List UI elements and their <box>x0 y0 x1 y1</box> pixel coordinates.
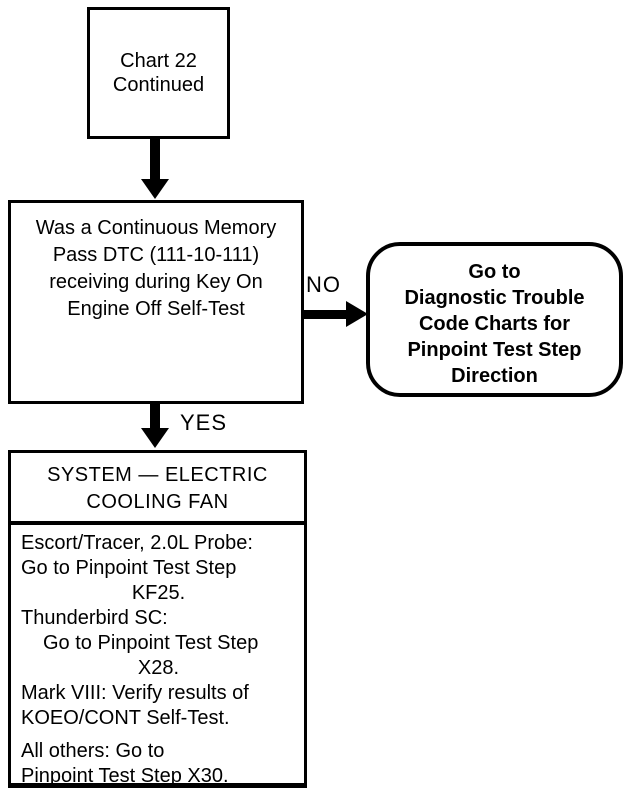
down-arrow-shaft <box>150 139 160 181</box>
down-arrow-head <box>141 179 169 199</box>
system-box-body-line: Thunderbird SC: <box>21 607 168 629</box>
system-box-body-line: Mark VIII: Verify results of <box>21 682 249 704</box>
no-result-box: Go to Diagnostic Trouble Code Charts for… <box>366 242 623 397</box>
decision-box-line: Was a Continuous Memory <box>35 217 277 239</box>
system-box-body-line: KOEO/CONT Self-Test. <box>21 707 230 729</box>
system-box-body-line: KF25. <box>131 582 186 604</box>
system-box-body-line: Go to Pinpoint Test Step <box>21 557 237 579</box>
system-box-header-line: COOLING FAN <box>86 491 229 513</box>
no-result-box-line: Direction <box>451 365 538 387</box>
system-box-body-line: X28. <box>137 657 180 679</box>
decision-box-line: Pass DTC (111-10-111) <box>52 244 260 266</box>
no-branch-label: NO <box>306 272 341 297</box>
decision-box-line: Engine Off Self-Test <box>67 298 245 320</box>
yes-arrow-shaft <box>150 404 160 430</box>
no-result-box-line: Pinpoint Test Step <box>407 339 582 361</box>
system-box-body-line: Pinpoint Test Step X30. <box>21 765 229 787</box>
no-arrow-head <box>346 301 368 327</box>
no-result-box-line: Go to <box>468 261 521 283</box>
yes-branch-label: YES <box>180 410 228 435</box>
no-arrow-shaft <box>304 310 348 319</box>
start-box: Chart 22 Continued <box>87 7 230 139</box>
system-box-body: Escort/Tracer, 2.0L Probe: Go to Pinpoin… <box>11 525 304 789</box>
system-box-body-line: All others: Go to <box>21 740 165 762</box>
decision-box: Was a Continuous Memory Pass DTC (111-10… <box>8 200 304 404</box>
system-box-header-line: SYSTEM — ELECTRIC <box>47 464 268 486</box>
system-box: SYSTEM — ELECTRIC COOLING FAN Escort/Tra… <box>8 450 307 788</box>
no-result-box-line: Code Charts for <box>418 313 571 335</box>
start-box-line: Continued <box>112 74 205 96</box>
system-box-body-line: Escort/Tracer, 2.0L Probe: <box>21 532 253 554</box>
yes-arrow-head <box>141 428 169 448</box>
decision-box-line: receiving during Key On <box>49 271 263 293</box>
system-box-header: SYSTEM — ELECTRIC COOLING FAN <box>11 453 304 525</box>
start-box-line: Chart 22 <box>120 50 197 72</box>
no-result-box-line: Diagnostic Trouble <box>404 287 585 309</box>
system-box-body-line: Go to Pinpoint Test Step <box>43 632 259 654</box>
